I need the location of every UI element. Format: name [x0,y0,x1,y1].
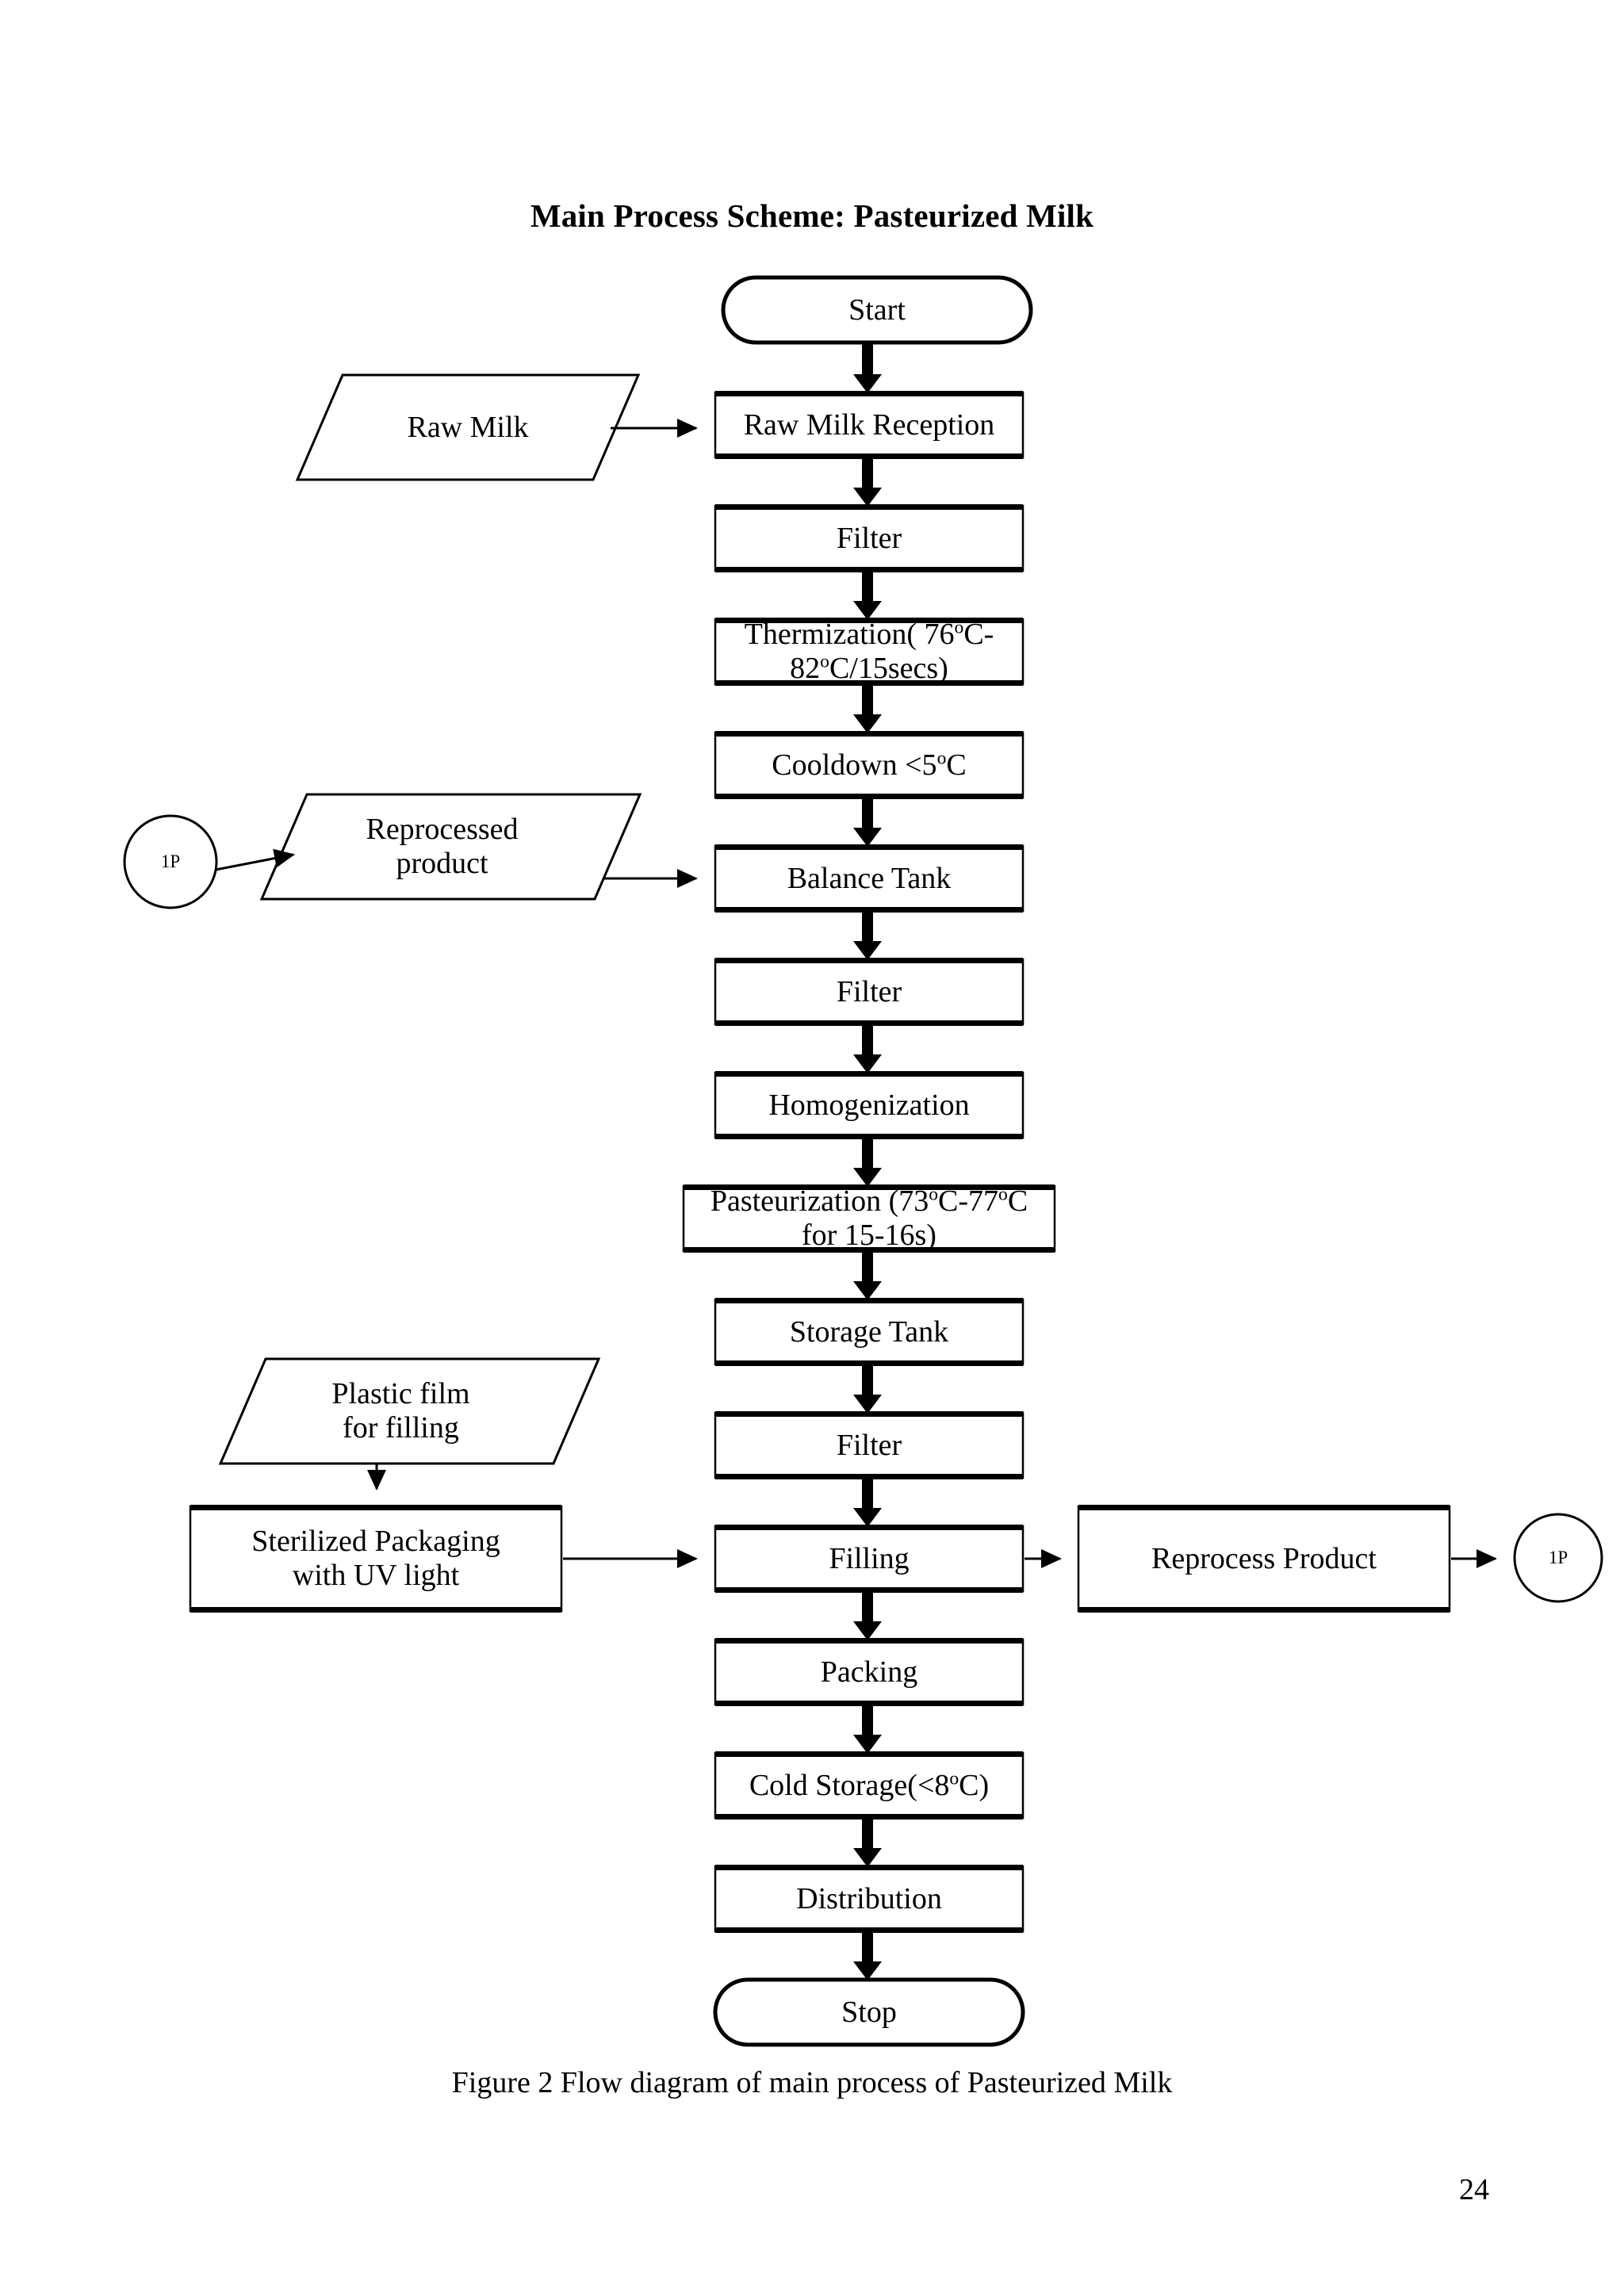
node-reprocess-product-shape [1077,1505,1451,1613]
node-packing-shape [714,1638,1025,1706]
node-sterilized-packaging-shape [189,1505,563,1613]
connector-circle-in [123,814,218,909]
page-title: Main Process Scheme: Pasteurized Milk [530,197,1094,234]
node-thermization-shape [714,618,1025,686]
flow-arrows-side-connectors [215,419,1497,1568]
figure-caption: Figure 2 Flow diagram of main process of… [451,2066,1173,2099]
node-pasteurization-shape [682,1184,1056,1253]
node-raw-milk-reception-shape [714,391,1025,459]
node-homogenization-shape [714,1071,1025,1139]
edge-connector-to-reprocessed [215,848,295,871]
node-filling-shape [714,1525,1025,1593]
node-reprocessed-product-shape [259,793,642,901]
node-cold-storage-shape [714,1751,1025,1820]
node-cooldown-shape [714,731,1025,799]
node-storage-tank-shape [714,1298,1025,1366]
node-filter-3-shape [714,1411,1025,1479]
node-stop-shape [713,1977,1025,2047]
node-balance-tank-shape [714,844,1025,913]
node-plastic-film-shape [218,1357,601,1465]
connector-circle-out [1513,1513,1603,1603]
flow-arrows-main-spine [853,342,882,1980]
node-filter-2-shape [714,958,1025,1026]
node-filter-1-shape [714,504,1025,572]
node-raw-milk-shape [295,373,641,481]
node-start-shape [721,275,1033,345]
page-number: 24 [1459,2173,1489,2206]
node-distribution-shape [714,1865,1025,1933]
